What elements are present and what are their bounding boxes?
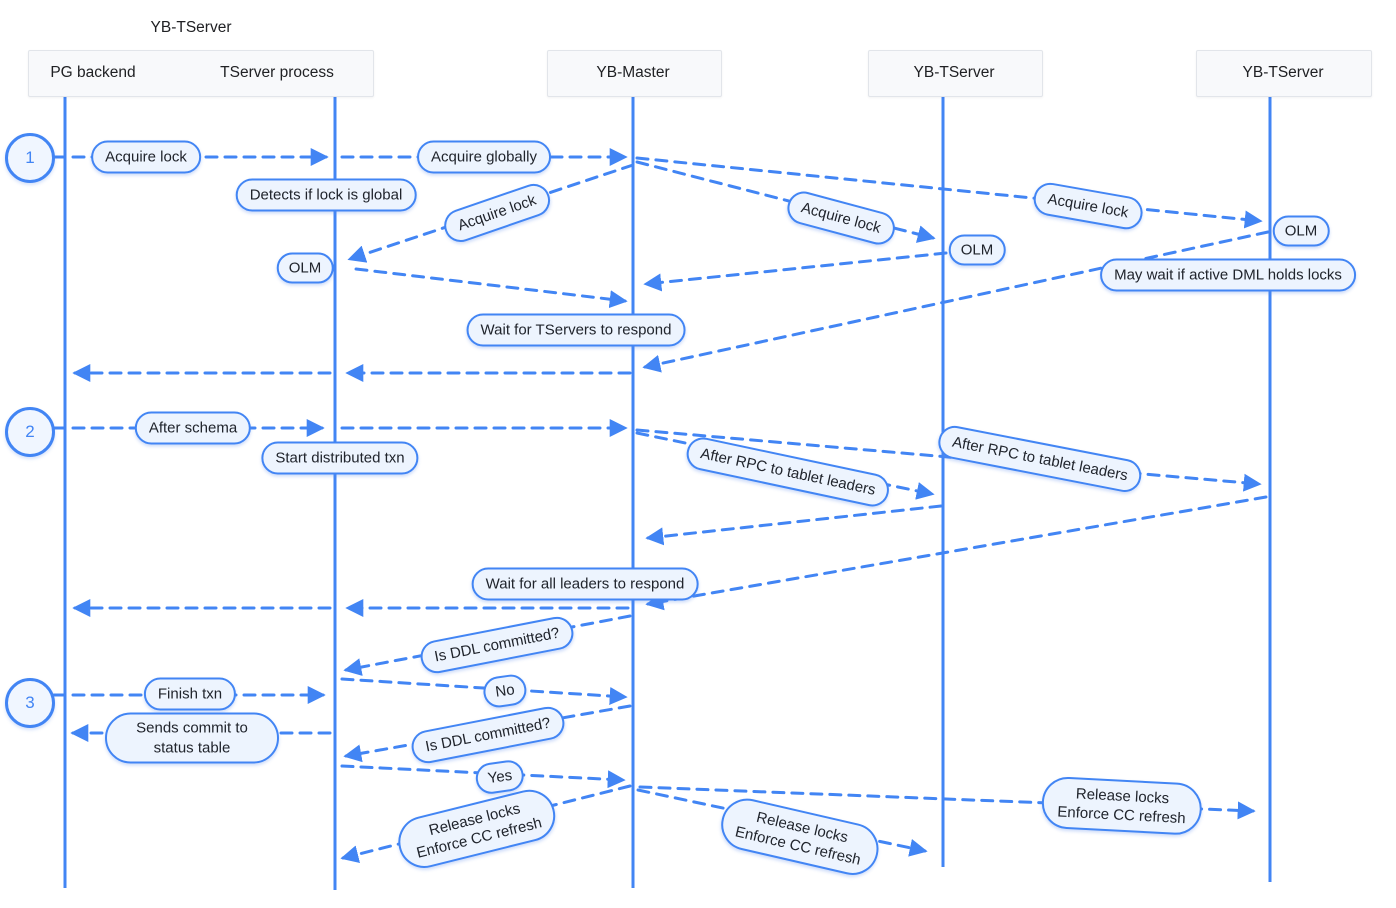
pill-olm-local: OLM: [276, 252, 334, 284]
pill-detects-if-lock-is-global: Detects if lock is global: [235, 178, 417, 212]
arrow-may-wait-tserver2-to-master: [642, 230, 1270, 373]
pill-wait-for-all-leaders: Wait for all leaders to respond: [471, 567, 699, 601]
actor-label-yb-tserver-1: YB-TServer: [913, 64, 995, 81]
arrow-release-locks-master-to-tserver1: [636, 788, 928, 857]
arrow-tserver2-leader-response-to-master: [645, 495, 1268, 611]
arrow-acquire-lock-master-to-tserver2-olm: [635, 156, 1263, 229]
actor-label-pg-backend: PG backend: [50, 64, 136, 81]
actor-label-yb-master: YB-Master: [596, 64, 670, 81]
group-label-yb-tserver: YB-TServer: [150, 19, 232, 36]
step-circle-3: 3: [5, 678, 55, 728]
actor-box-yb-tserver-1: [868, 50, 1043, 97]
pill-acquire-globally: Acquire globally: [417, 140, 551, 174]
arrow-tserver1-leader-response-to-master: [645, 504, 943, 546]
pill-after-schema: After schema: [134, 411, 252, 445]
lifelines: [63, 95, 1272, 890]
pill-olm-tserver1: OLM: [948, 234, 1006, 266]
arrow-local-olm-response-to-master: [354, 267, 628, 309]
pill-acquire-lock-pg: Acquire lock: [91, 140, 201, 174]
step-circle-1: 1: [5, 133, 55, 183]
pill-finish-txn: Finish txn: [143, 677, 237, 711]
arrow-tserver1-olm-response-to-master: [643, 251, 948, 292]
arrow-release-locks-master-to-tserver: [340, 784, 632, 864]
pill-olm-tserver2: OLM: [1272, 215, 1330, 247]
actor-label-tserver-process: TServer process: [220, 64, 334, 81]
actor-box-yb-tserver-group: [28, 50, 374, 97]
arrow-release-locks-master-to-tserver2: [638, 785, 1256, 820]
pill-release-locks-tserver2: Release locks Enforce CC refresh: [1040, 775, 1204, 837]
actor-label-yb-tserver-2: YB-TServer: [1242, 64, 1324, 81]
step-circle-2: 2: [5, 407, 55, 457]
pill-may-wait-active-dml: May wait if active DML holds locks: [1100, 258, 1356, 292]
pill-wait-for-tservers: Wait for TServers to respond: [466, 313, 686, 347]
pill-start-distributed-txn: Start distributed txn: [261, 441, 419, 475]
pill-sends-commit-status-table: Sends commit to status table: [105, 712, 279, 764]
arrow-acquire-lock-master-to-local-olm: [347, 163, 635, 263]
actor-box-yb-master: [547, 50, 722, 97]
actor-box-yb-tserver-2: [1196, 50, 1372, 97]
